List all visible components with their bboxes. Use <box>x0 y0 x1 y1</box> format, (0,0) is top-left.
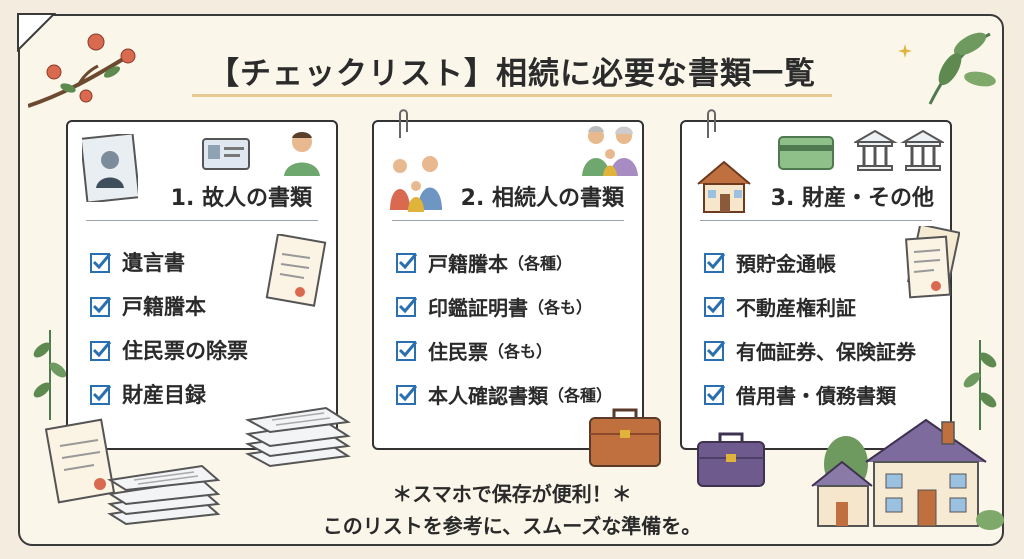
item-label: 借用書・債務書類 <box>736 383 896 408</box>
check-icon <box>396 253 418 273</box>
check-icon <box>704 253 726 273</box>
item-note: （各種） <box>508 254 573 273</box>
item-label: 遺言書 <box>122 251 185 275</box>
family-icon <box>390 156 442 212</box>
item-label: 住民票の除票 <box>122 339 248 363</box>
item-label: 印鑑証明書 <box>428 295 528 320</box>
page-title: 【チェックリスト】相続に必要な書類一覧 <box>208 56 816 92</box>
item-note: （各も） <box>528 298 593 317</box>
item-label: 戸籍謄本 <box>428 251 508 276</box>
leaf-icon <box>33 330 67 420</box>
item-label: 預貯金通帳 <box>736 251 836 276</box>
list-item: 本人確認書類（各種） <box>396 372 612 416</box>
section-property-documents: 3. 財産・その他 預貯金通帳 不動産権利証 有価証券、保険証券 借用書・債務書… <box>680 109 960 450</box>
check-icon <box>90 385 112 405</box>
id-card-icon <box>202 138 250 170</box>
checklist: 戸籍謄本（各種） 印鑑証明書（各も） 住民票（各も） 本人確認書類（各種） <box>396 240 612 416</box>
check-icon <box>704 297 726 317</box>
house-icon <box>697 160 751 213</box>
check-icon <box>90 253 112 273</box>
list-item: 印鑑証明書（各も） <box>396 284 612 328</box>
checklist: 遺言書 戸籍謄本 住民票の除票 財産目録 <box>90 240 248 416</box>
section-heading: 2. 相続人の書類 <box>460 186 624 211</box>
section-deceased-documents: 1. 故人の書類 遺言書 戸籍謄本 住民票の除票 財産目録 <box>66 120 338 450</box>
item-label: 住民票 <box>428 339 488 364</box>
footer-message: このリストを参考に、スムーズな準備を。 <box>322 514 702 538</box>
paper-stack-icon <box>107 464 221 526</box>
paperclip-icon <box>707 109 716 138</box>
leaf-icon <box>963 340 997 430</box>
check-icon <box>396 385 418 405</box>
section-heir-documents: 2. 相続人の書類 戸籍謄本（各種） 印鑑証明書（各も） 住民票（各も） 本人確… <box>372 109 644 450</box>
person-icon <box>284 132 320 176</box>
elderly-couple-icon <box>582 126 638 176</box>
section-heading: 1. 故人の書類 <box>170 186 312 211</box>
checklist: 預貯金通帳 不動産権利証 有価証券、保険証券 借用書・債務書類 <box>704 240 916 416</box>
item-label: 戸籍謄本 <box>122 295 206 319</box>
list-item: 住民票（各も） <box>396 328 612 372</box>
list-item: 住民票の除票 <box>90 328 248 372</box>
paperclip-icon <box>399 109 408 138</box>
briefcase-icon <box>589 408 661 467</box>
footer-tip: ＊スマホで保存が便利！＊ <box>392 482 632 506</box>
check-icon <box>396 297 418 317</box>
list-item: 有価証券、保険証券 <box>704 328 916 372</box>
item-note: （各も） <box>488 342 553 361</box>
briefcase-icon <box>697 432 765 487</box>
section-divider <box>700 220 932 221</box>
check-icon <box>90 341 112 361</box>
section-heading: 3. 財産・その他 <box>770 186 934 211</box>
item-label: 財産目録 <box>122 383 206 407</box>
document-icon <box>265 234 327 307</box>
list-item: 預貯金通帳 <box>704 240 916 284</box>
bank-building-icon <box>854 129 944 171</box>
house-icon <box>811 418 1004 530</box>
document-icon <box>905 226 960 299</box>
list-item: 財産目録 <box>90 372 248 416</box>
sparkle-icon <box>898 44 912 58</box>
page-corner-fold <box>17 13 56 52</box>
list-item: 不動産権利証 <box>704 284 916 328</box>
document-icon <box>44 418 116 504</box>
section-divider <box>86 220 318 221</box>
list-item: 借用書・債務書類 <box>704 372 916 416</box>
item-label: 本人確認書類 <box>428 383 548 408</box>
check-icon <box>90 297 112 317</box>
list-item: 戸籍謄本（各種） <box>396 240 612 284</box>
blossom-branch-icon <box>28 33 136 108</box>
leaf-icon <box>928 32 996 105</box>
title-underline <box>192 94 832 97</box>
paper-stack-icon <box>244 406 351 468</box>
item-label: 不動産権利証 <box>736 295 856 320</box>
list-item: 遺言書 <box>90 240 248 284</box>
portrait-frame-icon <box>82 134 138 202</box>
check-icon <box>704 341 726 361</box>
check-icon <box>396 341 418 361</box>
bank-card-icon <box>778 136 834 170</box>
list-item: 戸籍謄本 <box>90 284 248 328</box>
item-note: （各種） <box>548 386 613 405</box>
section-divider <box>392 220 624 221</box>
check-icon <box>704 385 726 405</box>
item-label: 有価証券、保険証券 <box>736 339 916 364</box>
